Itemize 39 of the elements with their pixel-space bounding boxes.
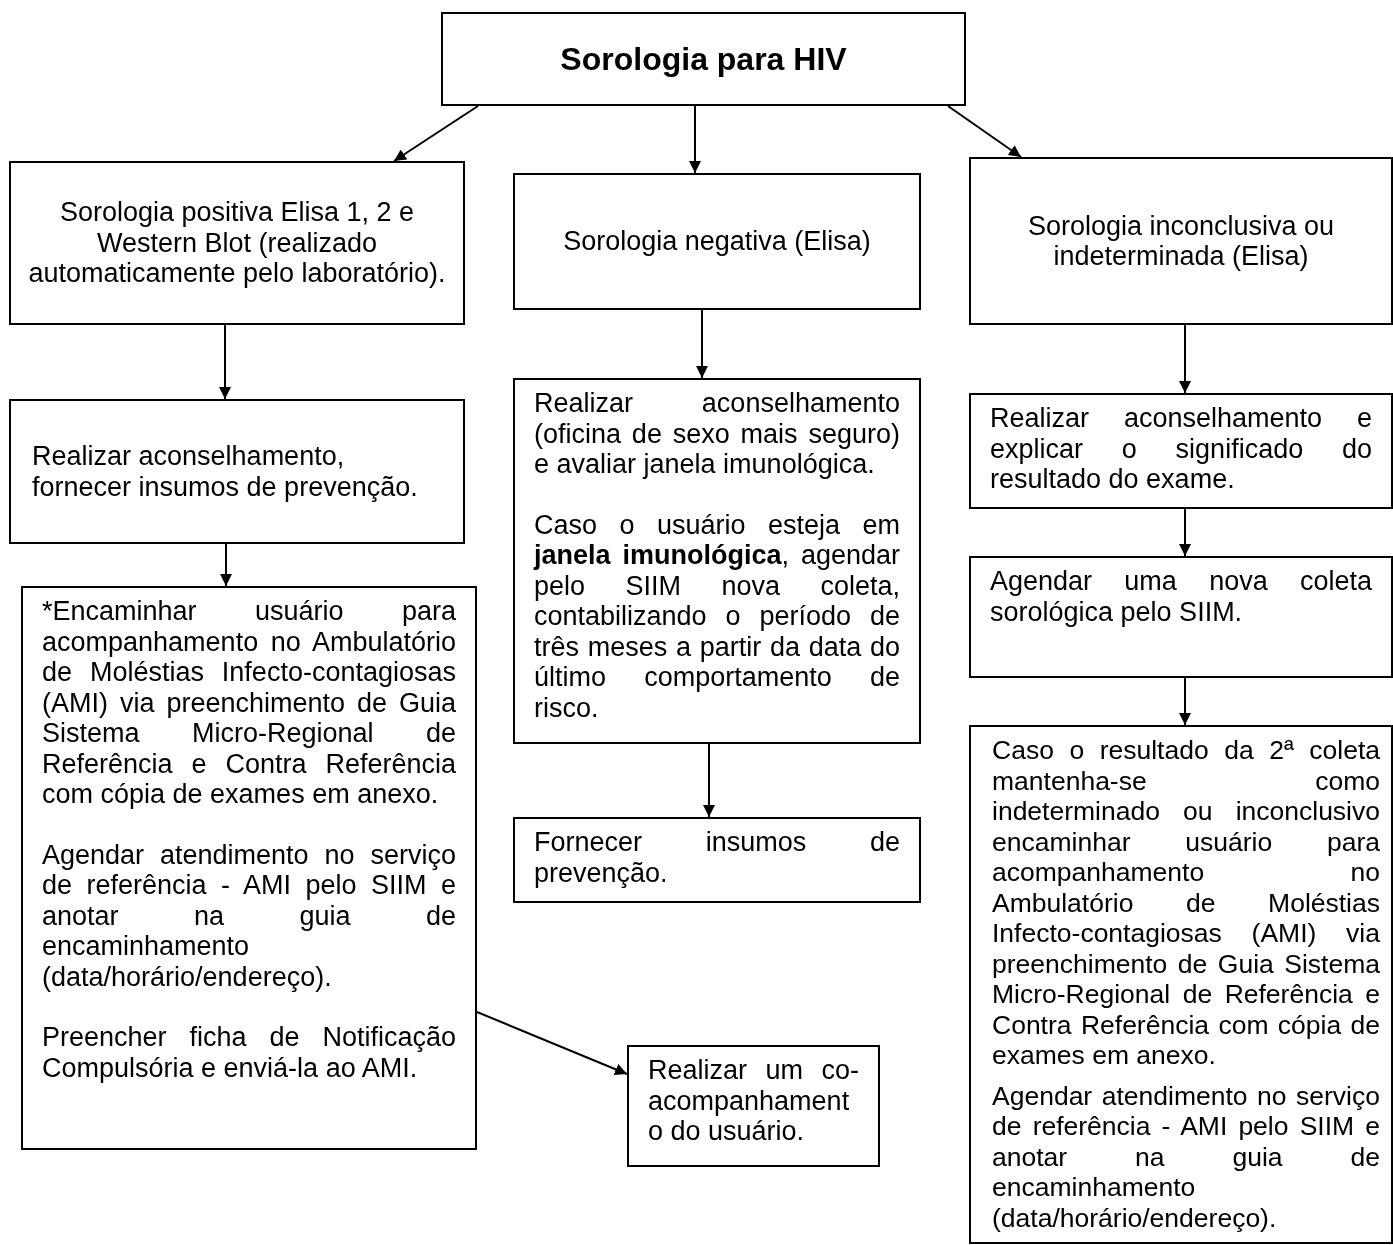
process-box xyxy=(513,378,921,744)
step-text: Realizar aconselhamento, fornecer insumos de prevenção. xyxy=(32,441,419,502)
step-text: Realizar um co-acompanhamento do usuário. xyxy=(648,1055,859,1147)
step-text: *Encaminhar usuário para acompanhamento no Ambulatório de Moléstias Infecto-contagiosas (AMI) via preenchimento de Guia Sistema Micro-Regional de Referência e Contra Referência com cópia de exames em anexo. xyxy=(42,596,456,810)
step-text: Sorologia positiva Elisa 1, 2 e Western Blot (realizado automaticamente pelo laboratório). xyxy=(27,197,447,289)
step-text: Realizar aconselhamento (oficina de sexo mais seguro) e avaliar janela imunológica. xyxy=(534,388,900,480)
process-box xyxy=(9,161,465,325)
process-box xyxy=(969,393,1393,509)
arrow xyxy=(947,105,1022,158)
step-text: Agendar atendimento no serviço de referência - AMI pelo SIIM e anotar na guia de encaminhamento (data/horário/endereço). xyxy=(992,1080,1380,1233)
step-text: Sorologia negativa (Elisa) xyxy=(562,226,872,257)
process-box xyxy=(969,725,1393,1244)
arrow xyxy=(476,1011,628,1075)
arrow xyxy=(393,105,479,162)
step-text: Caso o resultado da 2ª coleta mantenha-se como indeterminado ou inconclusivo encaminhar usuário para acompanhamento no Ambulatório de Moléstias Infecto-contagiosas (AMI) via preenchimento de Guia Sistema Micro-Regional de Referência e Contra Referência com cópia de exames em anexo. xyxy=(992,735,1380,1071)
title-text: Sorologia para HIV xyxy=(559,43,848,75)
process-box xyxy=(9,399,465,544)
step-text: Fornecer insumos de prevenção. xyxy=(534,827,900,888)
arrow xyxy=(696,309,708,379)
step-text: Caso o usuário esteja em janela imunológica, agendar pelo SIIM nova coleta, contabilizando o período de três meses a partir da data do último comportamento de risco. xyxy=(534,509,900,723)
process-box xyxy=(21,586,477,1150)
arrow xyxy=(1179,324,1191,394)
arrow xyxy=(1179,508,1191,557)
process-box xyxy=(969,556,1393,678)
arrow xyxy=(703,743,715,818)
arrow xyxy=(689,105,701,174)
process-box xyxy=(513,173,921,310)
arrow xyxy=(220,543,232,587)
step-text: Agendar atendimento no serviço de referência - AMI pelo SIIM e anotar na guia de encaminhamento (data/horário/endereço). xyxy=(42,839,456,992)
process-box xyxy=(969,157,1393,325)
step-text: Agendar uma nova coleta sorológica pelo SIIM. xyxy=(990,566,1372,627)
arrow xyxy=(219,324,231,400)
step-text: Sorologia inconclusiva ou indeterminada (Elisa) xyxy=(1026,210,1336,272)
process-box xyxy=(627,1045,880,1167)
process-box xyxy=(513,817,921,903)
arrow xyxy=(1179,677,1191,726)
step-text: Preencher ficha de Notificação Compulsória e enviá-la ao AMI. xyxy=(42,1022,456,1083)
title-box xyxy=(441,12,966,106)
step-text: Realizar aconselhamento e explicar o significado do resultado do exame. xyxy=(990,403,1372,495)
